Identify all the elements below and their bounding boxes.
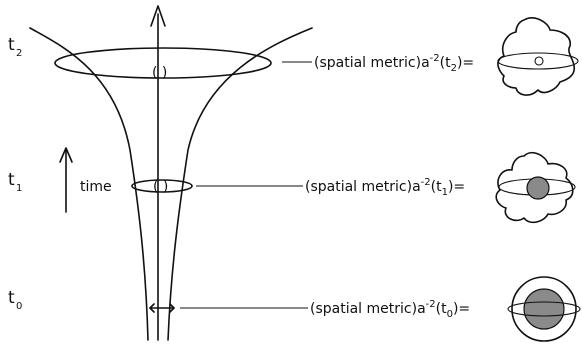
blob-t1-icon	[495, 151, 576, 224]
equation-t1: (spatial metric)a-2(t1)=	[305, 177, 465, 198]
axis-arrowhead-icon	[150, 5, 166, 27]
blob-t0-icon	[507, 276, 581, 342]
equation-t2: (spatial metric)a-2(t2)=	[314, 53, 474, 74]
slice-t0	[149, 303, 175, 313]
time-label-t2: t 2	[8, 35, 22, 59]
svg-text:2: 2	[16, 48, 22, 59]
slice-t2: ( )	[54, 47, 272, 81]
time-arrow-icon	[59, 147, 73, 163]
blob-t2-icon	[497, 17, 579, 96]
svg-text:1: 1	[16, 183, 22, 194]
svg-text:t: t	[8, 170, 15, 190]
svg-text:0: 0	[16, 301, 22, 312]
svg-text:t: t	[8, 288, 15, 308]
slice-t1: ( )	[131, 179, 193, 195]
time-arrow: time	[59, 147, 112, 213]
svg-text:t: t	[8, 35, 15, 55]
slice-t2-marker: ( )	[152, 65, 167, 81]
time-arrow-label: time	[80, 179, 112, 195]
vertical-axis	[150, 5, 166, 341]
equation-t0: (spatial metric)a-2(t0)=	[310, 299, 470, 320]
svg-text:(spatial metric)a-2(t0)=: (spatial metric)a-2(t0)=	[310, 299, 470, 320]
time-label-t1: t 1	[8, 170, 22, 194]
connector-lines	[180, 61, 312, 309]
svg-text:(spatial metric)a-2(t2)=: (spatial metric)a-2(t2)=	[314, 53, 474, 74]
time-label-t0: t 0	[8, 288, 22, 312]
slice-t1-marker: ( )	[153, 179, 168, 195]
slice-t0-arrows-icon	[149, 303, 175, 313]
svg-text:(spatial metric)a-2(t1)=: (spatial metric)a-2(t1)=	[305, 177, 465, 198]
expansion-funnel	[29, 27, 313, 341]
